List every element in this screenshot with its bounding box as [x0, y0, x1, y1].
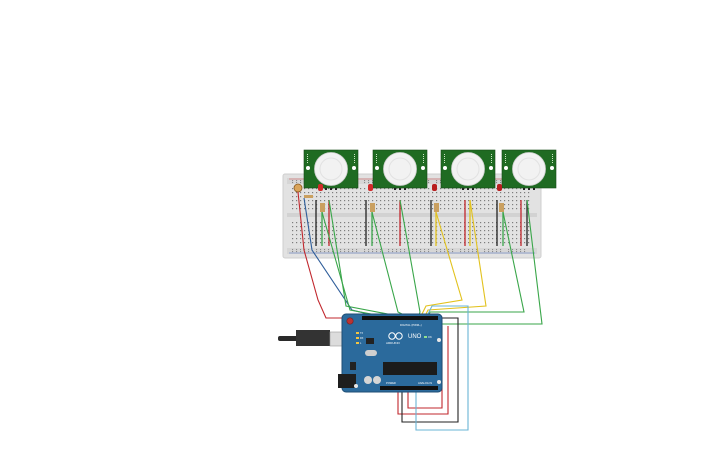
- rx-label: RX: [360, 337, 364, 340]
- digital-header[interactable]: [362, 316, 438, 320]
- photoresistor[interactable]: [293, 183, 303, 193]
- wire-cyan: [415, 305, 469, 431]
- usb-chip: [366, 338, 374, 344]
- led-1[interactable]: [318, 184, 323, 191]
- pir-dome: [383, 152, 417, 186]
- pir-dome: [314, 152, 348, 186]
- wire-green: [328, 199, 399, 317]
- arduino-uno[interactable]: UNO ARDUINO DIGITAL (PWM~) ANALOG IN POW…: [278, 313, 443, 393]
- l-label: L: [360, 342, 362, 345]
- digital-label: DIGITAL (PWM~): [400, 323, 422, 327]
- reset-button[interactable]: [346, 317, 354, 325]
- capacitor: [364, 376, 372, 384]
- pir-sensor-4[interactable]: [501, 149, 557, 190]
- on-label: ON: [428, 336, 432, 339]
- capacitor: [373, 376, 381, 384]
- pir-sensor-1[interactable]: [303, 149, 359, 190]
- pir-dome: [512, 152, 546, 186]
- arduino-logo-icon: [388, 332, 403, 340]
- analog-label: ANALOG IN: [418, 381, 432, 385]
- power-label: POWER: [386, 381, 396, 385]
- arduino-board[interactable]: [341, 313, 443, 393]
- tx-label: TX: [360, 332, 363, 335]
- wire-yellow: [419, 211, 463, 319]
- analog-header[interactable]: [380, 386, 438, 390]
- regulator: [350, 362, 356, 370]
- wire-red: [297, 191, 372, 319]
- wire-red: [397, 326, 449, 415]
- bb-jumpers: [315, 200, 528, 246]
- resistor[interactable]: [370, 203, 375, 212]
- resistor[interactable]: [320, 203, 325, 212]
- led-4[interactable]: [497, 184, 502, 191]
- pir-dome: [451, 152, 485, 186]
- pir-sensor-2[interactable]: [372, 149, 428, 190]
- atmega-chip: [383, 362, 437, 375]
- pir-sensor-3[interactable]: [440, 149, 496, 190]
- resistor[interactable]: [304, 195, 313, 198]
- breadboard-components: [293, 183, 528, 246]
- usb-cable[interactable]: [278, 336, 298, 341]
- pir-sensors: [303, 149, 557, 190]
- led-3[interactable]: [432, 184, 437, 191]
- resistor[interactable]: [434, 203, 439, 212]
- resistor[interactable]: [499, 203, 504, 212]
- power-jack[interactable]: [338, 374, 356, 388]
- board-brand-label: ARDUINO: [386, 341, 401, 345]
- led-2[interactable]: [368, 184, 373, 191]
- board-model-label: UNO: [408, 334, 422, 340]
- crystal: [365, 350, 377, 356]
- wire-black: [401, 317, 459, 423]
